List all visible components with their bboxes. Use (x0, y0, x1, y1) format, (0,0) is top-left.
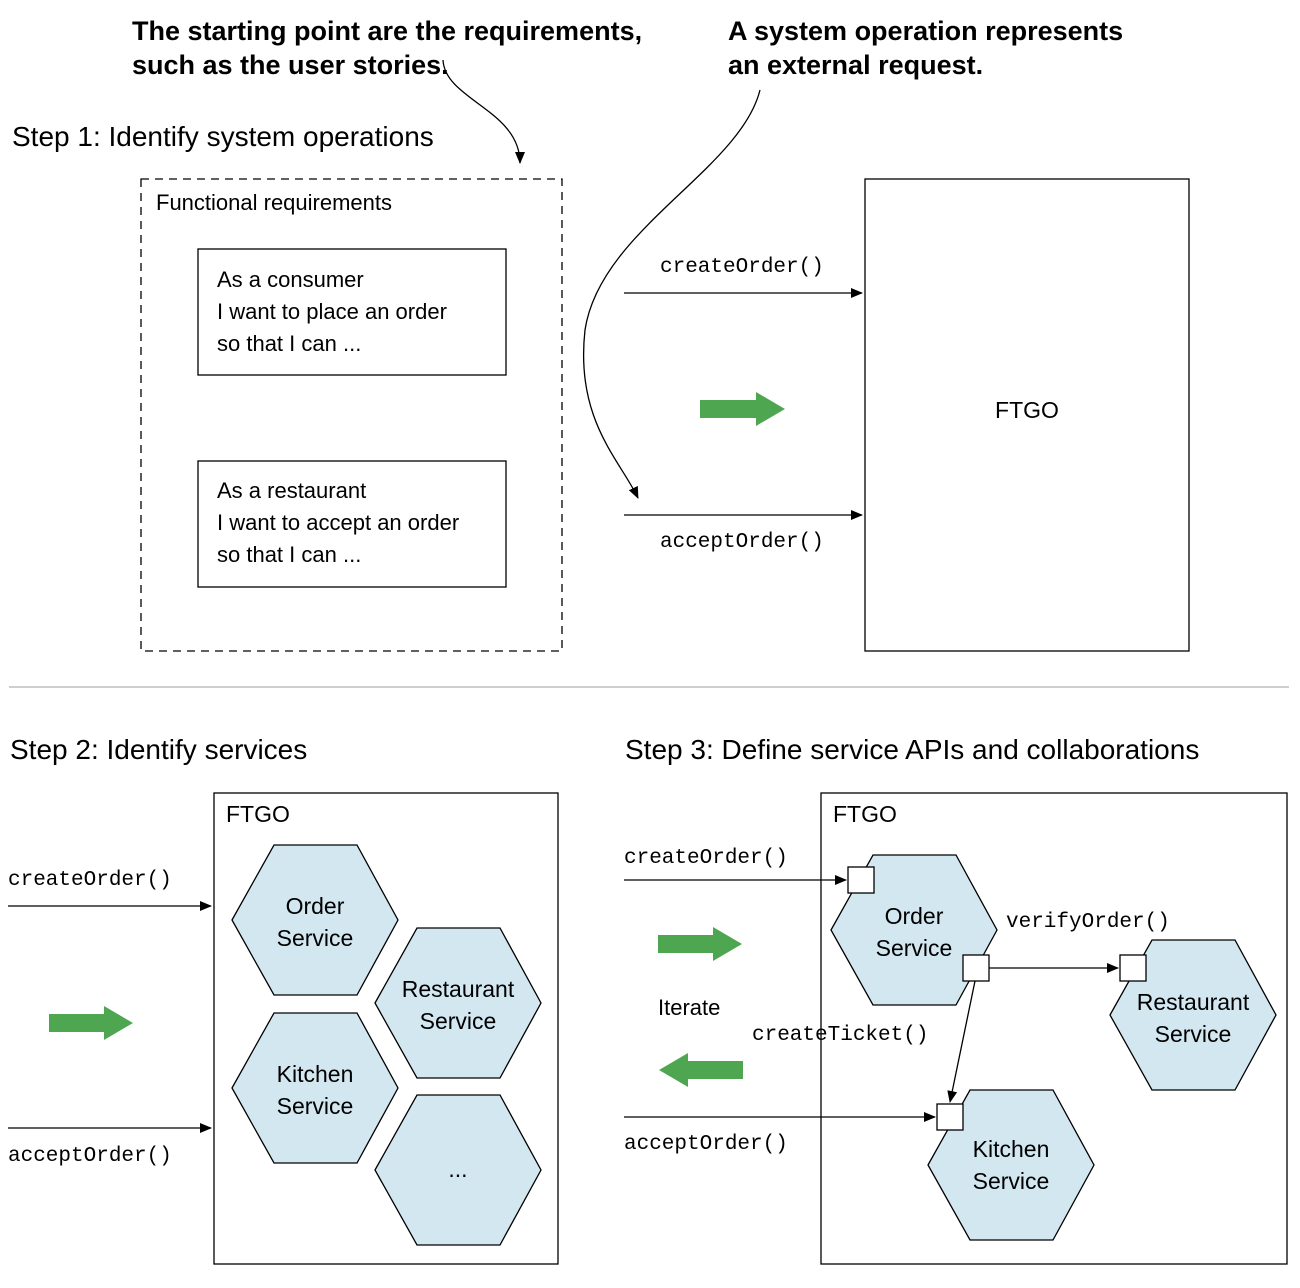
user-story-line: As a restaurant (217, 478, 366, 503)
green-arrow-right-icon (700, 392, 785, 426)
annotation-system-operation-line1: A system operation represents (728, 16, 1123, 46)
step1-operation-accept-order: acceptOrder() (660, 531, 824, 554)
create-ticket-label: createTicket() (752, 1024, 928, 1047)
service-label: Service (277, 1093, 354, 1119)
step1-operation-create-order: createOrder() (660, 256, 824, 279)
ftgo-label-step2: FTGO (226, 801, 290, 827)
green-arrow-right-icon (49, 1006, 133, 1040)
user-story-line: I want to accept an order (217, 510, 459, 535)
ftgo-system-box-step1 (864, 178, 1190, 652)
user-story-line: so that I can ... (217, 542, 361, 567)
callout-requirements-curve (442, 59, 525, 164)
service-label: Service (1155, 1021, 1232, 1047)
api-port-kitchen-service (936, 1103, 964, 1131)
user-story-line: I want to place an order (217, 299, 447, 324)
green-arrow-right-icon (658, 927, 742, 961)
annotation-requirements-line2: such as the user stories. (132, 50, 449, 80)
service-label: Order (286, 893, 345, 919)
service-label: ... (448, 1156, 467, 1182)
service-label: Restaurant (1137, 989, 1250, 1015)
iterate-label: Iterate (658, 995, 720, 1020)
api-port-order-service-create (847, 866, 875, 894)
api-port-restaurant-service (1119, 954, 1147, 982)
step3-operation-accept-order: acceptOrder() (624, 1133, 788, 1156)
user-story-restaurant: As a restaurant I want to accept an orde… (197, 460, 507, 588)
service-hexagon-restaurant: Restaurant Service (1109, 939, 1277, 1091)
ftgo-label-step3: FTGO (833, 801, 897, 827)
verify-order-label: verifyOrder() (1006, 911, 1170, 934)
step3-operation-create-order: createOrder() (624, 847, 788, 870)
service-label: Order (885, 903, 944, 929)
service-label: Service (876, 935, 953, 961)
service-hexagon-kitchen: Kitchen Service (927, 1089, 1095, 1241)
user-story-line: so that I can ... (217, 331, 361, 356)
service-label: Service (277, 925, 354, 951)
service-hexagon-more: ... (374, 1094, 542, 1246)
create-ticket-arrow (947, 980, 976, 1103)
step1-title: Step 1: Identify system operations (12, 121, 434, 152)
service-label: Restaurant (402, 976, 515, 1002)
green-arrow-left-icon (659, 1053, 743, 1087)
step2-operation-create-order: createOrder() (8, 869, 172, 892)
functional-requirements-title: Functional requirements (156, 190, 392, 215)
service-label: Service (973, 1168, 1050, 1194)
service-hexagon-order: Order Service (231, 844, 399, 996)
annotation-requirements-line1: The starting point are the requirements, (132, 16, 642, 46)
api-port-order-service-out (962, 954, 990, 982)
service-hexagon-restaurant: Restaurant Service (374, 927, 542, 1079)
service-label: Kitchen (277, 1061, 354, 1087)
step3-title: Step 3: Define service APIs and collabor… (625, 734, 1199, 765)
user-story-line: As a consumer (217, 267, 364, 292)
step2-operation-accept-order: acceptOrder() (8, 1145, 172, 1168)
user-story-consumer: As a consumer I want to place an order s… (197, 248, 507, 376)
service-hexagon-kitchen: Kitchen Service (231, 1012, 399, 1164)
functional-requirements-box (140, 178, 563, 652)
ftgo-label-step1: FTGO (995, 397, 1059, 423)
annotation-system-operation-line2: an external request. (728, 50, 983, 80)
service-label: Service (420, 1008, 497, 1034)
callout-system-operation-curve (583, 89, 761, 499)
step2-title: Step 2: Identify services (10, 734, 307, 765)
service-label: Kitchen (973, 1136, 1050, 1162)
